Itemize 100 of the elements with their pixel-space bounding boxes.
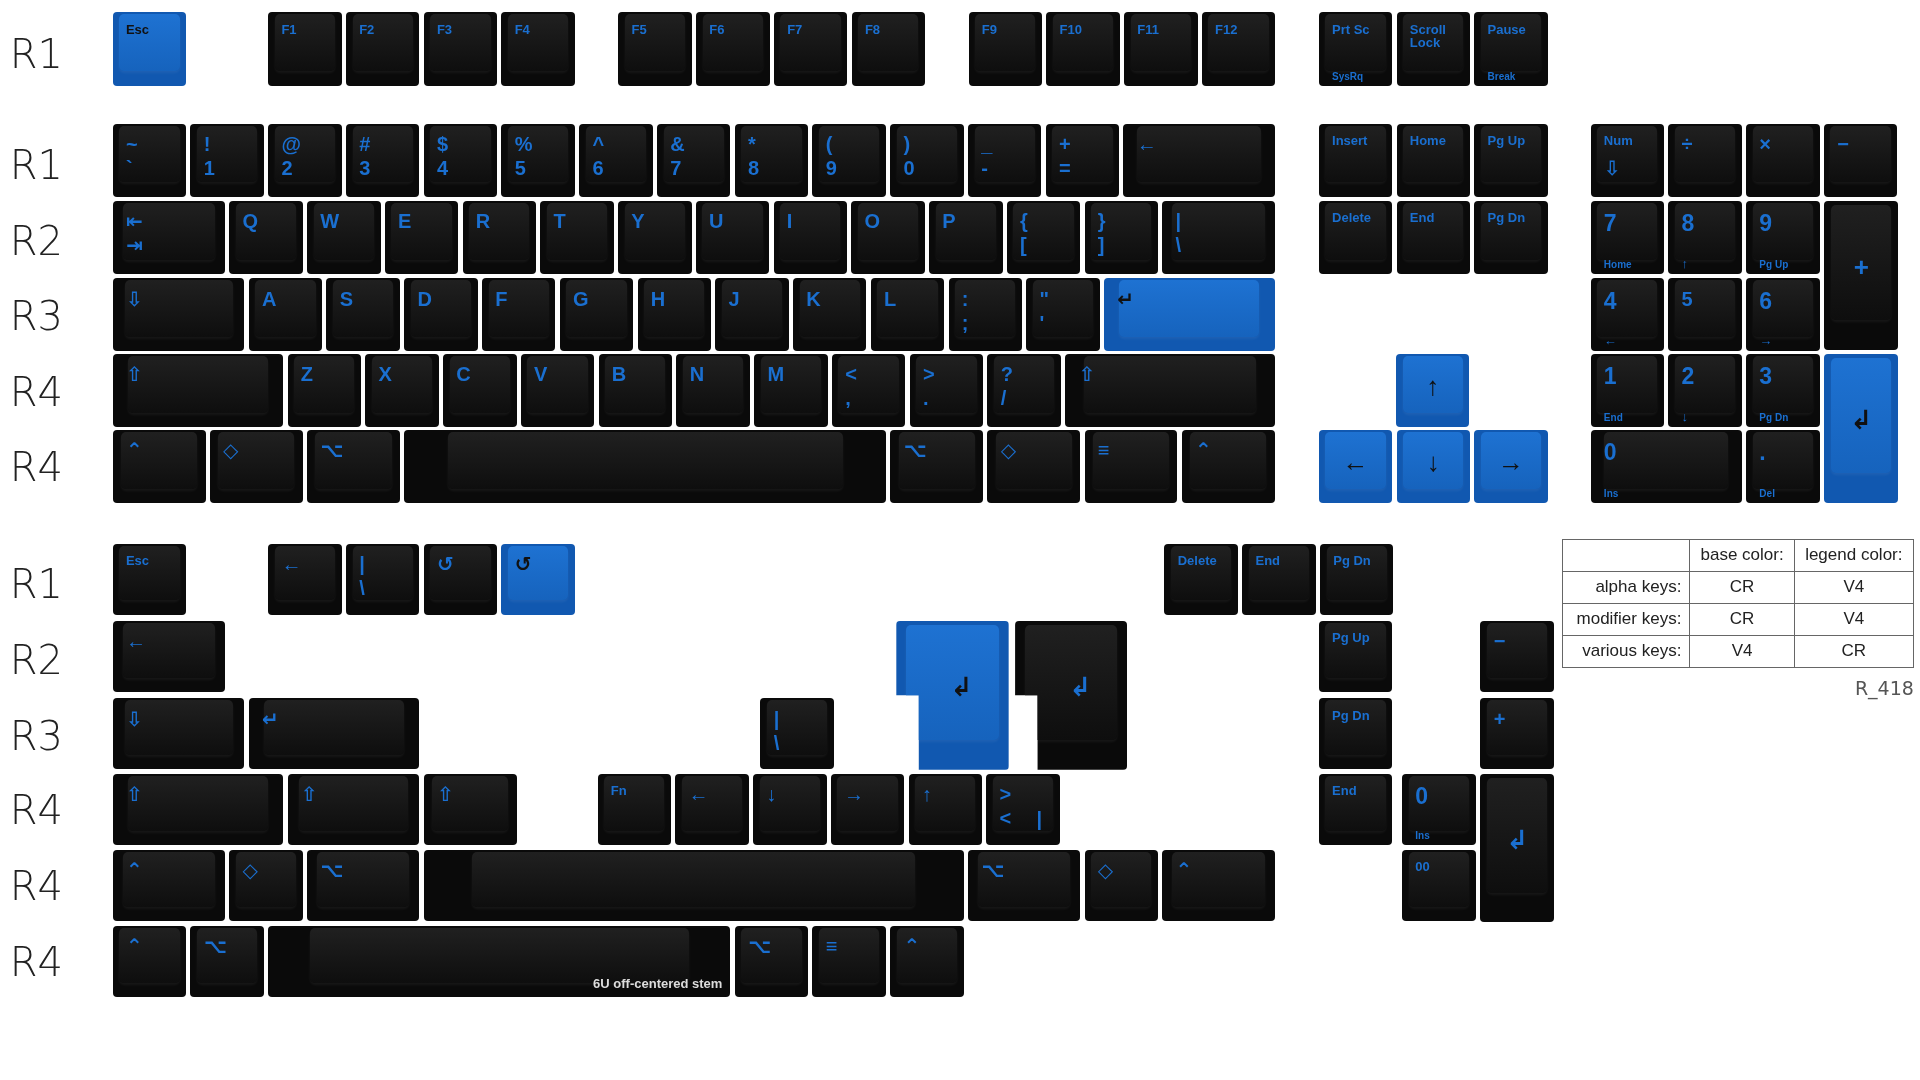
keycap <box>754 353 828 428</box>
key-legend: V <box>534 364 548 386</box>
keycap <box>1201 12 1276 86</box>
key-legend: ◇ <box>1000 440 1017 462</box>
key-legend: SysRq <box>1332 71 1364 83</box>
keycap <box>1746 429 1820 504</box>
keycap <box>579 123 653 198</box>
keycap <box>209 429 303 504</box>
key-legend: " <box>1039 288 1049 310</box>
key-legend: 6 <box>592 158 604 180</box>
keycap <box>773 200 848 275</box>
keycap <box>734 925 809 997</box>
keycap <box>112 353 284 428</box>
keycap <box>696 12 770 86</box>
keycap <box>1746 123 1820 198</box>
note-text: 6U off-centered stem <box>593 977 723 991</box>
key-legend: Num <box>1603 134 1633 148</box>
key-legend: 5 <box>1681 288 1693 310</box>
key-legend: ⌥ <box>320 440 344 462</box>
key-legend: ] <box>1097 235 1105 257</box>
key-legend: F <box>495 288 508 310</box>
key-legend: ` <box>125 158 133 180</box>
keycap <box>1065 353 1275 428</box>
key-legend: × <box>1759 134 1772 156</box>
keycap <box>326 277 400 352</box>
row-label: R1 <box>9 560 64 607</box>
key-legend: ≡ <box>1097 440 1110 462</box>
key-legend: H <box>650 288 666 310</box>
key-legend: Ins <box>1415 830 1430 842</box>
key-legend: Delete <box>1332 211 1372 226</box>
keycap <box>967 123 1042 198</box>
keycap <box>268 543 342 615</box>
spacebar-keycap <box>423 849 964 921</box>
keycap <box>967 849 1081 921</box>
key-legend: Q <box>242 211 259 233</box>
keycap <box>1084 849 1159 921</box>
key-legend: _ <box>981 134 993 156</box>
key-legend: Scroll Lock <box>1409 22 1457 51</box>
keycap <box>1396 200 1470 275</box>
keycap <box>345 543 420 615</box>
keycap <box>1104 277 1275 352</box>
key-legend: @ <box>281 134 301 156</box>
keycap <box>1590 429 1742 504</box>
keycap <box>540 200 614 275</box>
key-legend: ⇩ <box>125 288 143 310</box>
key-legend: X <box>378 364 392 386</box>
keycap <box>1162 200 1275 275</box>
key-legend: + <box>1493 708 1506 730</box>
keycap <box>501 123 575 198</box>
key-legend: M <box>767 364 785 386</box>
key-legend: 9 <box>825 158 837 180</box>
keycap <box>1590 200 1665 275</box>
keycap <box>1668 200 1742 275</box>
key-legend: → <box>844 784 865 806</box>
key-legend: N <box>689 364 705 386</box>
key-legend: 00 <box>1415 860 1430 874</box>
keycap <box>1668 353 1742 428</box>
keycap <box>307 200 381 275</box>
key-legend: ÷ <box>1681 134 1693 156</box>
keycap <box>1318 12 1393 86</box>
key-legend: J <box>728 288 740 310</box>
key-legend: ~ <box>125 134 138 156</box>
key-legend: F11 <box>1137 22 1159 37</box>
key-legend: ⇧ <box>436 784 454 806</box>
key-legend: $ <box>436 134 449 156</box>
keycap <box>830 773 905 845</box>
key-legend: [ <box>1020 235 1027 257</box>
key-legend: ⇧ <box>300 784 318 806</box>
key-legend: 4 <box>436 158 449 180</box>
keycap <box>345 123 420 198</box>
key-legend: > <box>999 784 1012 806</box>
keycap <box>1026 277 1100 352</box>
key-legend: Break <box>1487 71 1516 83</box>
keycap <box>112 123 187 198</box>
keycap <box>1590 277 1665 352</box>
keycap <box>248 697 420 769</box>
key-legend: + <box>1058 134 1071 156</box>
keycap <box>248 277 323 352</box>
key-legend: 3 <box>359 158 371 180</box>
keycap <box>1320 543 1394 615</box>
key-legend: Prt Sc <box>1332 22 1370 37</box>
row-label: R1 <box>9 30 64 77</box>
keycap <box>112 200 225 275</box>
key-legend: C <box>456 364 471 386</box>
row-label: R4 <box>9 787 64 834</box>
key-legend: ← <box>125 631 146 653</box>
key-legend: ⌃ <box>1195 440 1212 462</box>
keycap <box>1181 429 1275 504</box>
key-legend: ↲ <box>1506 826 1529 855</box>
key-legend: − <box>1837 134 1849 156</box>
key-legend: % <box>514 134 533 156</box>
key-legend: F1 <box>281 22 297 37</box>
key-legend: F9 <box>981 22 997 37</box>
keycap <box>676 353 750 428</box>
keycap <box>112 773 284 845</box>
keycap <box>890 925 964 997</box>
keycap <box>345 12 420 86</box>
keycap <box>1084 429 1178 504</box>
keycap <box>1015 620 1128 770</box>
key-legend: F3 <box>436 22 453 37</box>
